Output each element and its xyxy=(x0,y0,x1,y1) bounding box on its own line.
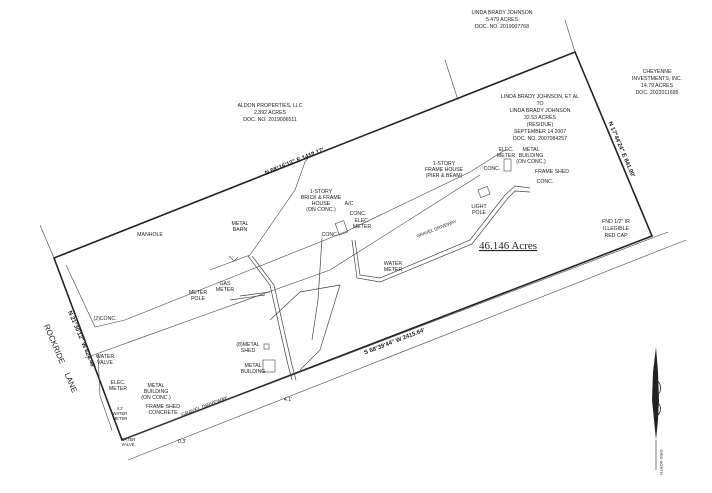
road-label: ROCKRIDE LANE xyxy=(42,323,79,394)
conc-label: CONC. xyxy=(537,179,554,185)
frame-shed-label: FRAME SHED xyxy=(146,404,180,410)
brick-house-label: HOUSE xyxy=(312,201,331,207)
line: TO xyxy=(536,101,543,107)
elec-meter-label: ELEC. xyxy=(111,380,126,386)
metal-barn-label: BARN xyxy=(233,227,248,233)
bearing-east: N 17°44'24" E 841.00' xyxy=(606,121,635,179)
conc-label: CONC. xyxy=(322,232,339,238)
gas-meter-label: METER xyxy=(216,287,234,293)
metal-shed-label: (8)METAL xyxy=(236,342,259,348)
line: ILLEGIBLE xyxy=(603,226,629,232)
frame-house-label: FRAME HOUSE xyxy=(425,167,464,173)
water-valve-label: WATER xyxy=(96,354,114,360)
water-valve-label: WATER xyxy=(121,437,136,442)
frame-house-label: (PIER & BEAM) xyxy=(426,173,463,179)
doc: DOC. NO. 2019007768 xyxy=(475,24,529,30)
elec-meter-label: METER xyxy=(497,153,515,159)
line: LINDA BRADY JOHNSON, ET AL xyxy=(501,94,579,100)
water-valve-label: VALVE xyxy=(97,360,113,366)
conc-label: (2)CONC. xyxy=(93,316,116,322)
metal-building-east xyxy=(503,158,512,172)
metal-barn xyxy=(228,255,239,262)
gas-meter-label: GAS xyxy=(220,281,231,287)
metal-building-label: BUILDING xyxy=(519,153,544,159)
driveway-label: GRAVEL DRIVEWAY xyxy=(416,219,457,239)
owner: LINDA BRADY JOHNSON xyxy=(471,10,532,16)
adjoiner-cheyenne: CHEYENNE INVESTMENTS, INC. 14.79 ACRES D… xyxy=(632,69,682,96)
bearing-north: N 68°16'13" E 1412.17' xyxy=(264,147,325,176)
brick-house-label: 1-STORY xyxy=(310,189,333,195)
bearing-south: S 68°39'44" W 2415.64' xyxy=(363,328,426,357)
frame-house xyxy=(477,186,491,198)
metal-building-label: METAL xyxy=(523,147,540,153)
meter-pole-label: METER xyxy=(189,290,207,296)
brick-house-label: (ON CONC.) xyxy=(306,207,336,213)
metal-building-west xyxy=(262,359,276,373)
elec-meter-label: ELEC. xyxy=(499,147,514,153)
tract-boundary xyxy=(39,19,687,461)
road-name: ROCKRIDE xyxy=(42,323,67,365)
line: SEPTEMBER 14 2007 xyxy=(514,129,566,135)
metal-building-label: BUILDING xyxy=(241,369,266,375)
water-meter-label: 4.2' xyxy=(117,406,124,411)
line: (RESIDUE) xyxy=(527,122,554,128)
driveway-label: GRAVEL DRIVEWAY xyxy=(181,395,229,418)
line: RED CAP xyxy=(604,233,628,239)
metal-building-label: (ON CONC.) xyxy=(516,159,546,165)
brick-house xyxy=(334,220,349,236)
elec-meter-label: METER xyxy=(353,224,371,230)
ac-label: A/C xyxy=(345,201,354,207)
owner-2: INVESTMENTS, INC. xyxy=(632,76,682,82)
monument-label: FND 1/2" IR ILLEGIBLE RED CAP xyxy=(602,219,630,239)
line: DOC. NO. 2007084257 xyxy=(513,136,567,142)
tract-area: 46.146 Acres xyxy=(479,240,537,252)
offset-label: 4.1' xyxy=(284,397,292,403)
doc: DOC. NO. 2019006511 xyxy=(243,117,297,123)
frame-shed-label: CONCRETE xyxy=(148,410,178,416)
water-valve-label: VALVE xyxy=(122,442,135,447)
light-pole-label: LIGHT xyxy=(471,204,487,210)
line: LINDA BRADY JOHNSON xyxy=(509,108,570,114)
acres: 2.892 ACRES xyxy=(254,110,287,116)
metal-building-label: (ON CONC.) xyxy=(141,395,171,401)
metal-building-label: METAL xyxy=(245,363,262,369)
acres: 14.79 ACRES xyxy=(641,83,674,89)
doc: DOC. 2022011695 xyxy=(636,90,679,96)
line: FND 1/2" IR xyxy=(602,219,630,225)
manhole-label: MANHOLE xyxy=(137,232,163,238)
structures xyxy=(228,158,512,373)
frame-shed-label: FRAME SHED xyxy=(535,169,569,175)
line: 32.53 ACRES xyxy=(524,115,557,121)
conc-label: CONC. xyxy=(484,166,501,172)
offset-label: 0.3' xyxy=(178,439,186,445)
fence-lines xyxy=(65,149,506,431)
elec-meter-label: METER xyxy=(109,386,127,392)
adjoiner-aldon: ALDON PROPERTIES, LLC 2.892 ACRES DOC. N… xyxy=(237,103,302,123)
water-meter-label: WATER xyxy=(113,411,128,416)
north-arrow-label: GRID NORTH xyxy=(659,449,664,474)
road-type: LANE xyxy=(62,371,78,394)
driveways xyxy=(229,185,531,381)
water-meter-label: WATER xyxy=(384,261,402,267)
metal-building-label: BUILDING xyxy=(144,389,169,395)
conc-label: CONC. xyxy=(350,211,367,217)
metal-shed-label: SHED xyxy=(241,348,256,354)
owner: ALDON PROPERTIES, LLC xyxy=(237,103,302,109)
acres: 5.479 ACRES xyxy=(486,17,519,23)
frame-house-label: 1-STORY xyxy=(433,161,456,167)
water-meter-label: METER xyxy=(113,416,128,421)
elec-meter-label: ELEC. xyxy=(355,218,370,224)
brick-house-label: BRICK & FRAME xyxy=(301,195,342,201)
adjoiner-north-johnson: LINDA BRADY JOHNSON 5.479 ACRES DOC. NO.… xyxy=(471,10,532,30)
north-arrow-icon: GRID NORTH xyxy=(652,347,664,475)
metal-shed xyxy=(263,343,270,350)
water-meter-label: METER xyxy=(384,267,402,273)
adjoiner-residue: LINDA BRADY JOHNSON, ET AL TO LINDA BRAD… xyxy=(501,94,579,142)
metal-building-label: METAL xyxy=(148,383,165,389)
meter-pole-label: POLE xyxy=(191,296,205,302)
light-pole-label: POLE xyxy=(472,210,486,216)
metal-barn-label: METAL xyxy=(232,221,249,227)
owner: CHEYENNE xyxy=(643,69,672,75)
